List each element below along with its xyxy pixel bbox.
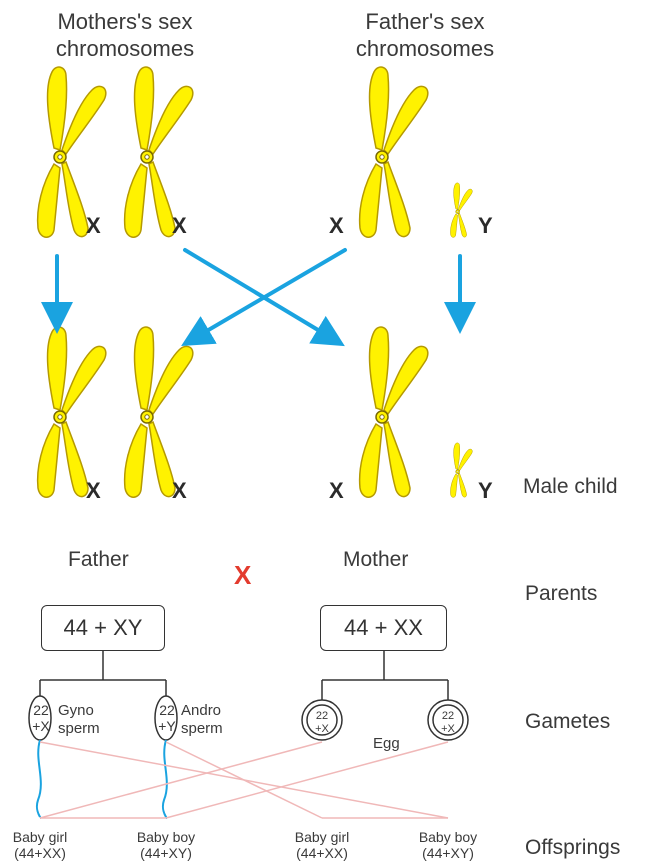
label-x-mother-1: X: [86, 213, 101, 238]
offspring-4-karyotype: (44+XY): [422, 845, 474, 861]
offspring-4: Baby boy (44+XY): [412, 829, 484, 861]
offspring-2-karyotype: (44+XY): [140, 845, 192, 861]
mother-label: Mother: [343, 548, 409, 571]
gyno-sperm-text: 22 +X: [31, 702, 51, 734]
andro-sperm-22: 22: [159, 702, 175, 718]
gametes-label: Gametes: [525, 710, 611, 733]
label-x-child-1: X: [86, 478, 101, 503]
gyno-sperm: [28, 695, 52, 819]
offspring-2: Baby boy (44+XY): [130, 829, 202, 861]
offspring-1: Baby girl (44+XX): [4, 829, 76, 861]
child-x-chromosome-2: [123, 326, 194, 499]
offspring-1-name: Baby girl: [12, 829, 68, 845]
egg-cell-1: [301, 699, 343, 741]
gyno-sperm-x: +X: [32, 718, 50, 734]
label-x-mother-2: X: [172, 213, 187, 238]
father-chromosomes-title: Father's sex chromosomes: [320, 8, 530, 62]
gyno-sperm-word: sperm: [58, 720, 100, 737]
offsprings-label: Offsprings: [525, 836, 621, 859]
egg-1-text: 22 +X: [311, 710, 333, 736]
cross-symbol: X: [234, 560, 252, 590]
egg-label: Egg: [373, 735, 400, 752]
gyno-word: Gyno: [58, 702, 94, 719]
andro-sperm-y: +Y: [158, 718, 176, 734]
mother-title-line-2: chromosomes: [55, 36, 195, 61]
offspring-2-name: Baby boy: [136, 829, 196, 845]
offspring-1-karyotype: (44+XX): [14, 845, 66, 861]
offspring-4-name: Baby boy: [418, 829, 478, 845]
offspring-lines: [39, 741, 449, 819]
andro-word: Andro: [181, 702, 222, 719]
child-y-chromosome: [450, 442, 473, 498]
gyno-sperm-label: Gyno sperm: [58, 702, 100, 738]
male-child-label: Male child: [523, 475, 618, 498]
child-x-chromosome-1: [36, 326, 107, 499]
father-karyotype-box: 44 + XY: [41, 605, 165, 651]
father-y-chromosome: [450, 182, 473, 238]
label-y-father: Y: [478, 213, 493, 238]
offspring-3-karyotype: (44+XX): [296, 845, 348, 861]
arrow-father-to-daughter: [181, 248, 347, 347]
andro-sperm-word: sperm: [181, 720, 223, 737]
father-title-line-2: chromosomes: [355, 36, 495, 61]
father-label: Father: [68, 548, 129, 571]
egg-2-x: +X: [441, 723, 455, 735]
egg-2-text: 22 +X: [437, 710, 459, 736]
andro-sperm: [154, 695, 178, 819]
arrow-mother-to-son: [183, 248, 345, 347]
offspring-3: Baby girl (44+XX): [286, 829, 358, 861]
mother-x-chromosome-1: [36, 66, 107, 239]
child-x-chromosome-3: [358, 326, 429, 499]
label-x-child-2: X: [172, 478, 187, 503]
mother-chromosomes-title: Mothers's sex chromosomes: [20, 8, 230, 62]
pedigree-lines: [39, 650, 449, 700]
gyno-sperm-22: 22: [33, 702, 49, 718]
mother-x-chromosome-2: [123, 66, 194, 239]
andro-sperm-label: Andro sperm: [181, 702, 223, 738]
andro-sperm-text: 22 +Y: [157, 702, 177, 734]
egg-cell-2: [427, 699, 469, 741]
label-y-child: Y: [478, 478, 493, 503]
egg-2-22: 22: [441, 710, 455, 722]
parents-label: Parents: [525, 582, 598, 605]
father-title-line-1: Father's sex: [365, 9, 485, 34]
egg-1-x: +X: [315, 723, 329, 735]
egg-1-22: 22: [315, 710, 329, 722]
label-x-child-3: X: [329, 478, 344, 503]
mother-title-line-1: Mothers's sex: [57, 9, 193, 34]
label-x-father: X: [329, 213, 344, 238]
mother-karyotype-box: 44 + XX: [320, 605, 447, 651]
father-x-chromosome: [358, 66, 429, 239]
offspring-3-name: Baby girl: [294, 829, 350, 845]
